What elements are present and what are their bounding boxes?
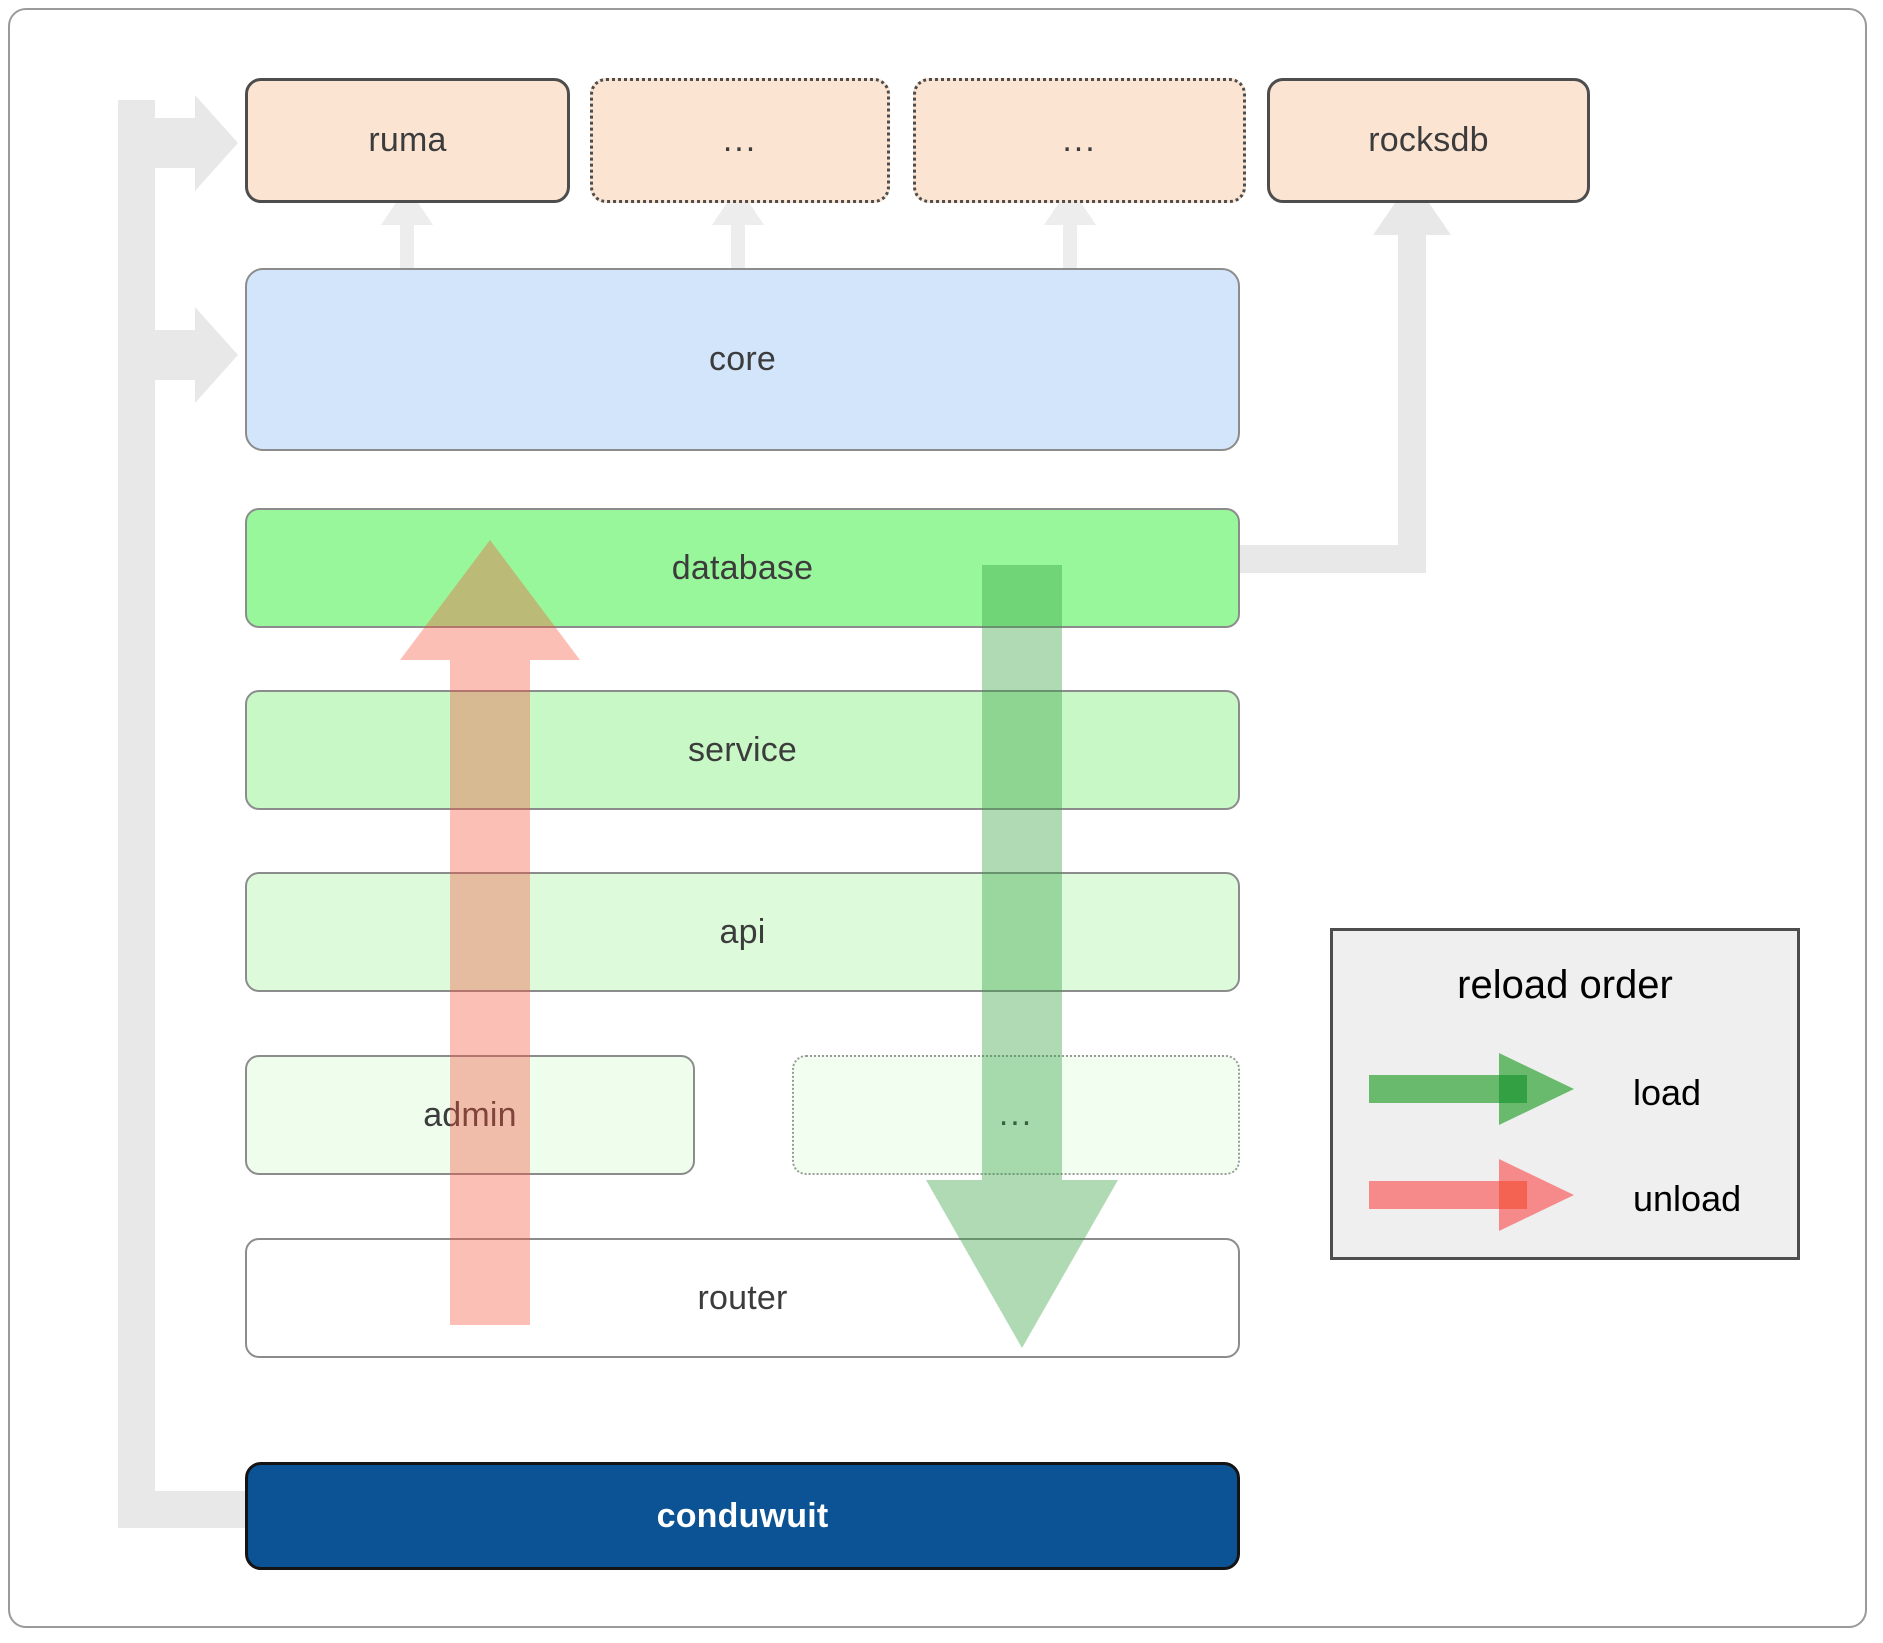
legend-label-load: load <box>1633 1072 1702 1113</box>
diagram-frame <box>8 8 1867 1628</box>
dependency-label-dep-b: ... <box>1062 120 1097 159</box>
dependency-box-rocksdb[interactable]: rocksdb <box>1267 78 1590 203</box>
layer-label-core: core <box>709 340 776 378</box>
layer-box-database[interactable]: database <box>245 508 1240 628</box>
layer-box-api[interactable]: api <box>245 872 1240 992</box>
dependency-box-ruma[interactable]: ruma <box>245 78 570 203</box>
dependency-box-dep-b[interactable]: ... <box>913 78 1246 203</box>
layer-label-router: router <box>697 1278 788 1317</box>
legend-panel: reload order load unload <box>1330 928 1800 1260</box>
dependency-label-rocksdb: rocksdb <box>1368 121 1489 159</box>
root-label-conduwuit: conduwuit <box>656 1496 829 1535</box>
layer-label-database: database <box>671 548 814 587</box>
layer-box-router[interactable]: router <box>245 1238 1240 1358</box>
layer-box-core[interactable]: core <box>245 268 1240 451</box>
layer-label-admin: admin <box>423 1095 517 1134</box>
legend-load-arrow-icon <box>1369 1053 1574 1125</box>
legend-row-load: load <box>1333 1053 1797 1133</box>
layer-box-dots[interactable]: ... <box>792 1055 1240 1175</box>
legend-title: reload order <box>1457 963 1673 1007</box>
dependency-label-dep-a: ... <box>722 120 758 159</box>
layer-label-api: api <box>719 912 766 951</box>
dependency-label-ruma: ruma <box>368 121 447 159</box>
dependency-box-dep-a[interactable]: ... <box>590 78 890 203</box>
layer-box-service[interactable]: service <box>245 690 1240 810</box>
legend-unload-arrow-icon <box>1369 1159 1574 1231</box>
layer-label-service: service <box>687 730 798 769</box>
layer-label-dots: ... <box>998 1095 1034 1134</box>
legend-row-unload: unload <box>1333 1159 1797 1239</box>
root-box-conduwuit[interactable]: conduwuit <box>245 1462 1240 1570</box>
legend-label-unload: unload <box>1633 1178 1742 1219</box>
layer-box-admin[interactable]: admin <box>245 1055 695 1175</box>
